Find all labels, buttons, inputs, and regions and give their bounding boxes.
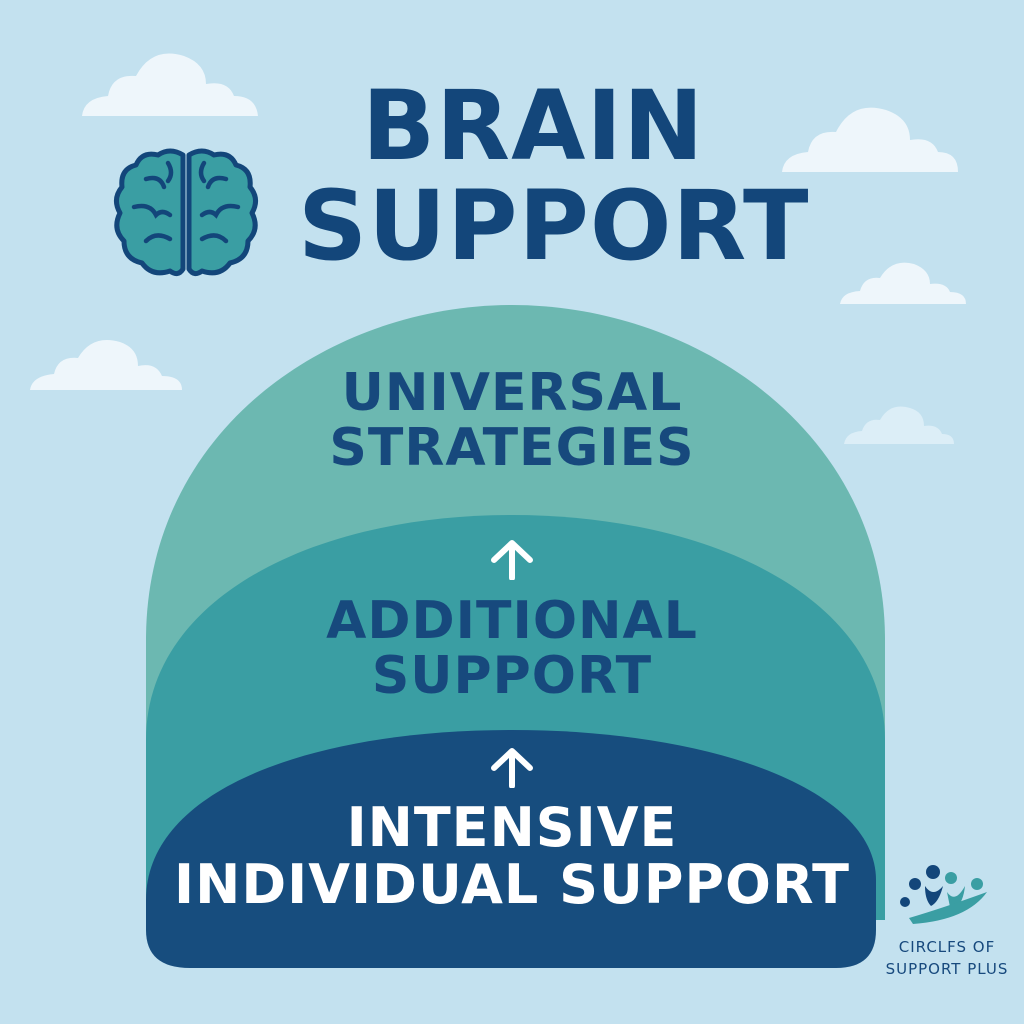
tier-additional-line-1: ADDITIONAL xyxy=(326,591,698,651)
tier-universal-label: UNIVERSAL STRATEGIES xyxy=(0,366,1024,475)
tier-intensive-line-2: INDIVIDUAL SUPPORT xyxy=(174,852,850,916)
brain-icon xyxy=(114,148,258,277)
people-logo-icon xyxy=(900,865,987,924)
cloud-icon xyxy=(30,340,182,390)
title-line-1: BRAIN xyxy=(362,70,705,182)
tier-intensive-label: INTENSIVE INDIVIDUAL SUPPORT xyxy=(0,796,1024,916)
tier-universal-line-2: STRATEGIES xyxy=(329,417,695,478)
logo-text-line-2: SUPPORT PLUS xyxy=(885,959,1009,978)
cloud-icon xyxy=(82,53,258,116)
tier-additional-line-2: SUPPORT xyxy=(371,645,653,706)
tier-intensive-line-1: INTENSIVE xyxy=(346,796,678,859)
logo-text: CIRCLFS OF SUPPORT PLUS xyxy=(872,937,1022,981)
tier-universal-line-1: UNIVERSAL xyxy=(341,363,683,423)
cloud-icon xyxy=(844,406,954,444)
arrow-up-icon xyxy=(491,540,533,580)
tier-additional-label: ADDITIONAL SUPPORT xyxy=(0,594,1024,703)
tier-intensive-shape xyxy=(146,730,876,968)
title-line-2: SUPPORT xyxy=(298,170,810,282)
cloud-icon xyxy=(782,107,958,172)
logo-text-line-1: CIRCLFS OF xyxy=(898,938,996,956)
arrow-up-icon xyxy=(491,748,533,788)
cloud-icon xyxy=(840,262,966,304)
